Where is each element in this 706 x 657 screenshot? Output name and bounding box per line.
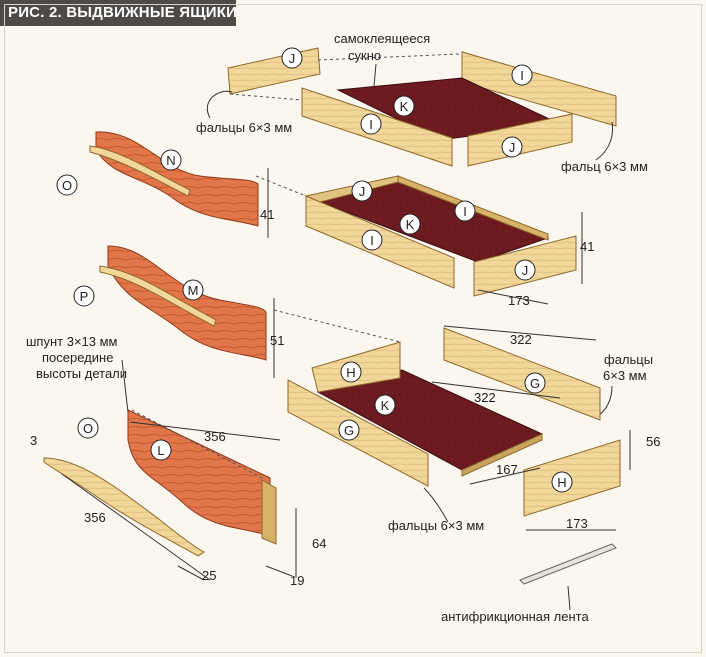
part-n-front [95,131,259,227]
part-o-strip [43,457,205,557]
part-g-marker-2: G [344,423,354,438]
part-o-marker: O [62,178,72,193]
groove-label-line1: шпунт 3×13 мм [26,334,118,349]
part-k-marker: K [400,99,409,114]
rabbets-right-line1: фальцы [604,352,653,367]
part-n-marker: N [166,153,175,168]
part-i-marker: I [520,68,524,83]
part-markers: J I K I J N O J I K I J M P [56,47,573,493]
callout-labels: самоклеящееся сукно фальцы 6×3 мм фальц … [26,31,653,624]
felt-label-line1: самоклеящееся [334,31,430,46]
groove-label-line3: высоты детали [36,366,127,381]
part-m-marker: M [188,283,199,298]
dimension-lines [61,168,631,581]
dim-56: 56 [646,434,660,449]
part-o-marker-2: O [83,421,93,436]
part-n-tenon [89,145,191,197]
part-h-marker-2: H [557,475,566,490]
dim-25: 25 [202,568,216,583]
dim-322-a: 322 [510,332,532,347]
part-l-marker: L [157,443,164,458]
dimensions: 41 41 173 51 322 322 356 3 356 167 56 17… [30,207,660,588]
part-k-marker-2: K [406,217,415,232]
figure-title: РИС. 2. ВЫДВИЖНЫЕ ЯЩИКИ [8,4,238,21]
dim-3: 3 [30,433,37,448]
part-g-side-right [443,327,601,421]
dim-167: 167 [496,462,518,477]
part-k-marker-3: K [381,398,390,413]
dim-64: 64 [312,536,326,551]
part-j-marker-4: J [522,263,529,278]
dim-41-b: 41 [580,239,594,254]
dim-51: 51 [270,333,284,348]
rabbets-right-line2: 6×3 мм [603,368,647,383]
groove-label-line2: посередине [42,350,113,365]
bottom-drawer-floor-edge [461,433,543,477]
part-j-marker: J [289,51,296,66]
felt-label-line2: сукно [348,48,381,63]
part-h-front [523,439,621,517]
dim-356-a: 356 [204,429,226,444]
dim-173-b: 173 [566,516,588,531]
part-h-marker: H [346,365,355,380]
part-i-top-panel [461,51,617,127]
part-i-marker-3: I [463,204,467,219]
part-j-top-panel [227,47,321,95]
part-g-marker: G [530,376,540,391]
part-i-marker-2: I [369,117,373,132]
part-j-marker-3: J [359,184,366,199]
dim-41-a: 41 [260,207,274,222]
part-j-marker-2: J [509,140,516,155]
rabbets-left-label: фальцы 6×3 мм [196,120,292,135]
dim-356-b: 356 [84,510,106,525]
friction-tape-label: антифрикционная лента [441,609,589,624]
dim-19: 19 [290,573,304,588]
dim-173-a: 173 [508,293,530,308]
rabbets-bottom-label: фальцы 6×3 мм [388,518,484,533]
leader-lines [121,63,613,611]
part-i-marker-4: I [370,233,374,248]
part-l-edge [261,479,277,545]
dim-322-b: 322 [474,390,496,405]
rabbet-right-label: фальц 6×3 мм [561,159,648,174]
part-m-front [107,245,267,361]
part-m-tenon [99,265,217,327]
part-p-marker: P [80,289,89,304]
part-j-front-top [467,113,573,167]
friction-tape [519,543,617,585]
